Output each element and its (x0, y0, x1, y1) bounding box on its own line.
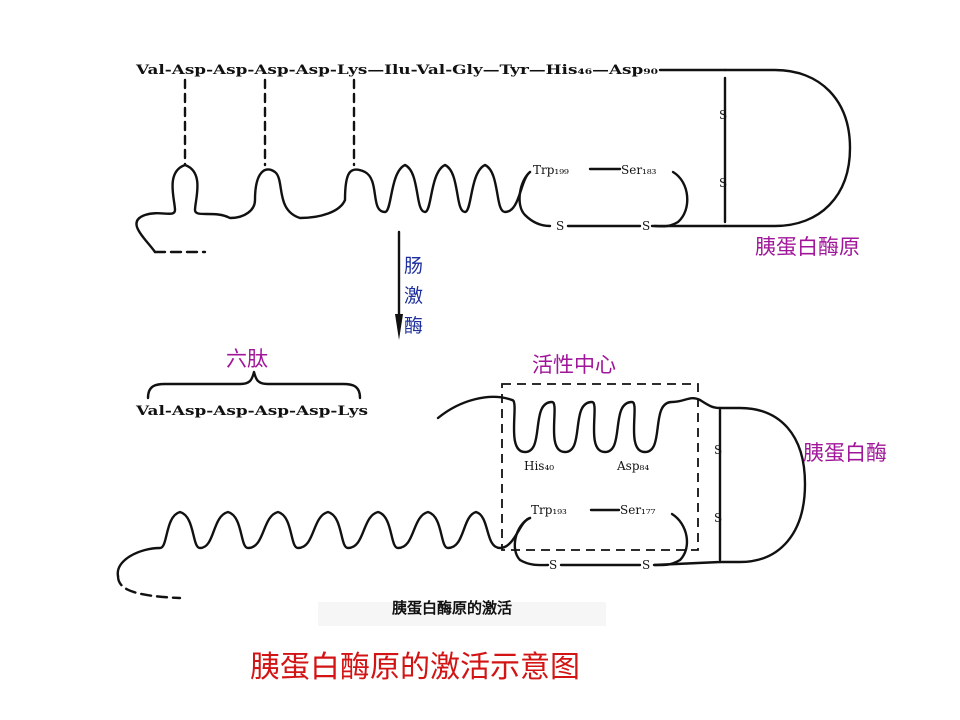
figure-caption: 胰蛋白酶原的激活 (392, 599, 512, 617)
trypsinogen-sequence: Val-Asp-Asp-Asp-Asp-Lys—Ilu-Val-Gly—Tyr—… (135, 63, 659, 78)
active-site-label: 活性中心 (532, 353, 616, 377)
active-site-box (501, 383, 699, 551)
trp-193-label: Trp₁₉₃ (531, 503, 567, 517)
bottom-disulfide-s-bottom: S (549, 558, 557, 572)
bottom-strand-in (436, 395, 514, 420)
enzyme-char-3: 酶 (404, 315, 423, 337)
asp-label: Asp₈₄ (616, 459, 649, 473)
top-helix (135, 163, 532, 254)
bottom-disulfide-s: S (714, 443, 722, 457)
ser-label: Ser₁₈₃ (621, 163, 657, 177)
hexapeptide-brace (146, 370, 362, 400)
enzyme-char-1: 肠 (404, 255, 423, 277)
top-inner-loop (518, 170, 552, 228)
bottom-s-to-loop (652, 560, 722, 567)
enzyme-char-2: 激 (404, 285, 423, 307)
bottom-inner-loop-right (653, 512, 689, 567)
bottom-to-loop (698, 398, 722, 410)
top-disulfide-s: S (719, 108, 727, 122)
bottom-inner-loop (513, 516, 550, 567)
trypsin-structure: 六肽 Val-Asp-Asp-Asp-Asp-Lys 活性中心 His₄₀ As… (116, 347, 887, 600)
caption-strip (318, 602, 606, 626)
top-inner-loop-right (653, 170, 689, 228)
trypsinogen-structure: Val-Asp-Asp-Asp-Asp-Lys—Ilu-Val-Gly—Tyr—… (135, 63, 860, 259)
hexapeptide-label: 六肽 (226, 347, 268, 371)
trypsinogen-label: 胰蛋白酶原 (755, 235, 860, 259)
active-site-helix (510, 397, 702, 454)
top-disulfide-s: S (719, 176, 727, 190)
his-label: His₄₀ (524, 459, 554, 473)
top-disulfide-s-bottom: S (556, 219, 564, 233)
bottom-tail-dashed (116, 574, 182, 600)
top-disulfide-s-bottom: S (642, 219, 650, 233)
hexapeptide-sequence: Val-Asp-Asp-Asp-Asp-Lys (135, 404, 368, 419)
bottom-disulfide-s-bottom: S (642, 558, 650, 572)
ser-177-label: Ser₁₇₇ (620, 503, 656, 517)
top-right-loop (723, 68, 852, 228)
arrow-head (395, 314, 403, 340)
bottom-helix (116, 510, 532, 578)
page-title: 胰蛋白酶原的激活示意图 (250, 650, 580, 685)
bottom-disulfide-s: S (714, 511, 722, 525)
trp-label: Trp₁₉₉ (533, 163, 569, 177)
enterokinase-arrow: 肠 激 酶 (395, 230, 423, 340)
bottom-right-loop (718, 406, 807, 564)
trypsin-label: 胰蛋白酶 (803, 441, 887, 465)
